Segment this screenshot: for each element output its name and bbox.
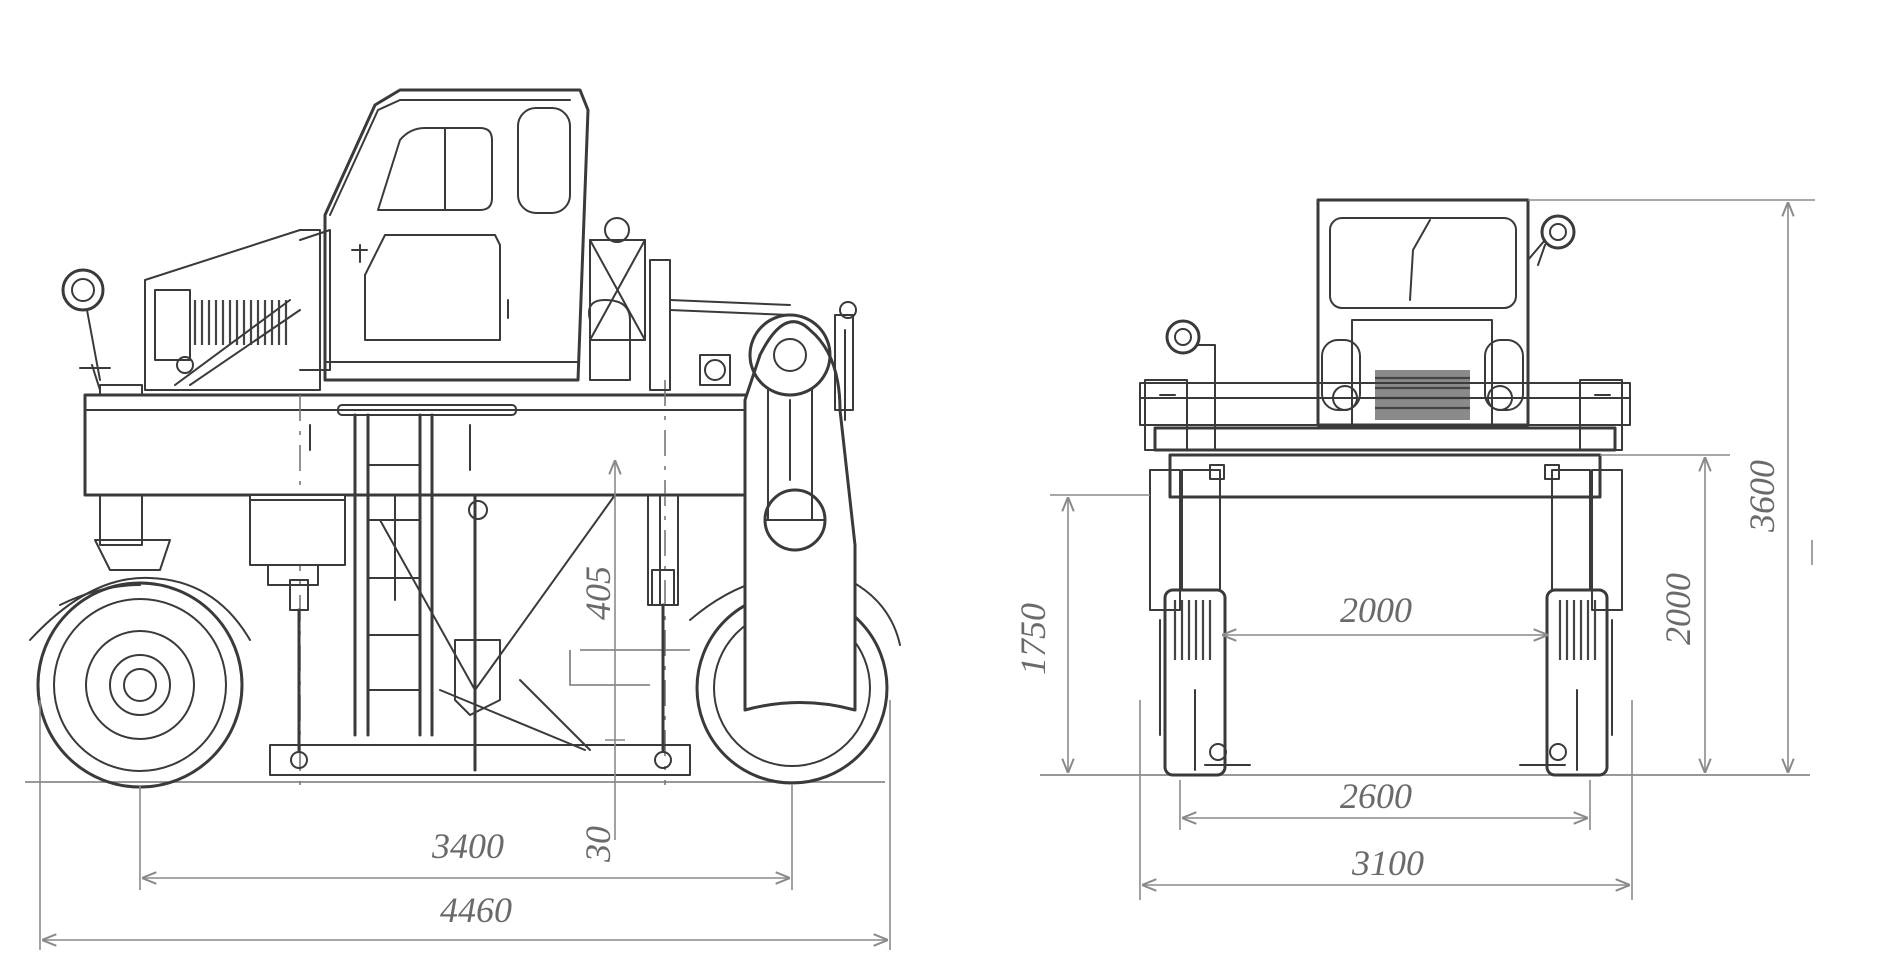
front-dimensions: 2000 2600 3100 1750 2000 3600	[1013, 199, 1815, 900]
side-hydraulic-right	[647, 494, 679, 769]
front-frame	[1139, 379, 1631, 499]
side-height-marker: 405 30	[578, 460, 625, 863]
dim-overall-height: 3600	[1742, 460, 1782, 533]
front-mirror-left	[1165, 319, 1216, 451]
dim-overall-width: 3100	[1351, 843, 1424, 883]
side-main-frame	[83, 380, 752, 785]
side-cab	[299, 88, 590, 382]
dim-overall-length: 4460	[440, 890, 512, 930]
front-right-leg	[1519, 469, 1623, 777]
side-hydraulic-left	[289, 579, 309, 769]
side-dimensions: 3400 4460	[39, 700, 891, 950]
side-planter-unit	[379, 493, 690, 772]
front-mirror-right	[1537, 214, 1576, 266]
side-rear-wheel	[29, 576, 251, 789]
dim-inner-width: 2000	[1340, 590, 1412, 630]
side-mirror	[61, 268, 111, 381]
side-view: 405 30 3400 4460	[25, 88, 901, 950]
dim-height-405: 405	[578, 566, 618, 620]
side-pump-unit	[588, 217, 791, 391]
dim-gap-30: 30	[578, 826, 618, 863]
front-left-leg	[1149, 469, 1251, 777]
side-engine-hood	[144, 229, 321, 391]
side-tank-box	[249, 494, 346, 586]
dim-frame-height: 1750	[1013, 603, 1053, 675]
front-view: 2000 2600 3100 1750 2000 3600	[1013, 198, 1815, 900]
dim-clearance-height: 2000	[1658, 573, 1698, 645]
front-cab	[1316, 198, 1546, 427]
side-ladder	[337, 404, 517, 737]
side-front-wheel	[689, 301, 901, 785]
side-bottom-skid	[269, 744, 691, 776]
dim-wheelbase: 3400	[431, 826, 504, 866]
dim-track-width: 2600	[1340, 776, 1412, 816]
